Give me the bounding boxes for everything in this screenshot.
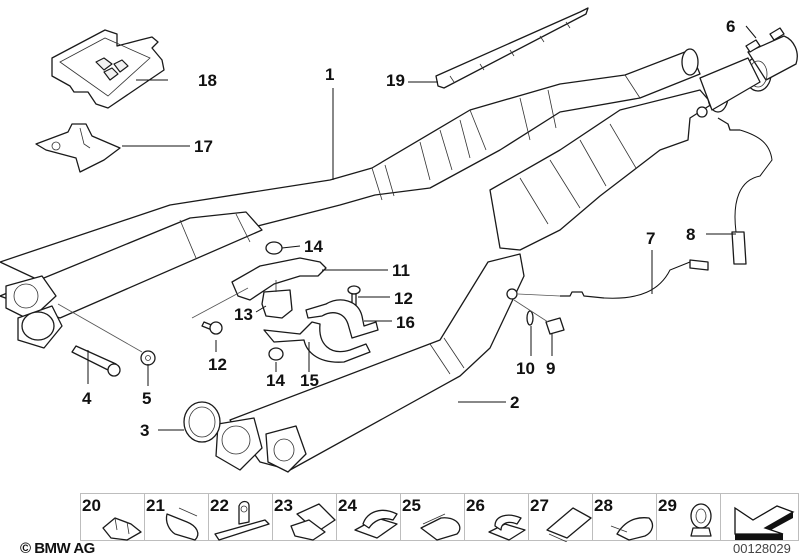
callout-16: 16 <box>396 313 415 332</box>
callout-1: 1 <box>325 65 334 84</box>
callout-11: 11 <box>392 261 410 280</box>
part-12-bolt-left[interactable] <box>201 321 223 335</box>
part-17-bracket[interactable] <box>35 123 121 173</box>
part-14-nut-bottom[interactable] <box>268 347 284 361</box>
clip-20-icon <box>102 517 142 541</box>
callout-14-top: 14 <box>304 237 323 256</box>
clip-23-icon <box>290 503 336 541</box>
document-id: 00128029 <box>733 541 791 556</box>
clip-28[interactable]: 28 <box>592 493 656 541</box>
callout-4: 4 <box>82 389 92 408</box>
clip-27-icon <box>546 507 592 542</box>
alignment-line-plug <box>513 299 549 323</box>
callout-7: 7 <box>646 229 655 248</box>
clip-number: 25 <box>402 496 421 515</box>
catalytic-converter-right <box>489 57 761 251</box>
clip-number: 26 <box>466 496 485 515</box>
clip-24[interactable]: 24 <box>336 493 400 541</box>
clip-23[interactable]: 23 <box>272 493 336 541</box>
callout-9: 9 <box>546 359 555 378</box>
alignment-line-mount <box>191 287 249 319</box>
clip-22-icon <box>214 500 270 541</box>
part-2-front-pipe-right[interactable] <box>215 253 525 473</box>
leader-lines <box>87 25 757 431</box>
part-11-holder[interactable] <box>231 257 327 301</box>
next-page-arrow-button[interactable] <box>720 493 799 541</box>
callout-6: 6 <box>726 17 735 36</box>
clip-24-icon <box>354 509 398 539</box>
callout-17: 17 <box>194 137 213 156</box>
callout-8: 8 <box>686 225 695 244</box>
clip-number: 24 <box>338 496 357 515</box>
clip-number: 28 <box>594 496 613 515</box>
clip-26[interactable]: 26 <box>464 493 528 541</box>
clip-number: 29 <box>658 496 677 515</box>
part-19-heat-shield[interactable] <box>435 7 589 89</box>
callout-13: 13 <box>234 305 253 324</box>
clip-25-icon <box>420 513 461 541</box>
part-4-bolt[interactable] <box>71 345 121 377</box>
callout-15: 15 <box>300 371 319 390</box>
arrow-down-left-icon <box>734 505 795 540</box>
alignment-line-sensor-7 <box>517 293 561 297</box>
clip-29[interactable]: 29 <box>656 493 720 541</box>
callout-5: 5 <box>142 389 151 408</box>
clip-number: 22 <box>210 496 229 515</box>
callout-3: 3 <box>140 421 149 440</box>
clip-21[interactable]: 21 <box>144 493 208 541</box>
clip-29-icon <box>690 503 712 537</box>
clip-28-icon <box>610 517 654 541</box>
part-16-clamp[interactable] <box>305 299 379 339</box>
alignment-line <box>57 303 143 353</box>
part-15-clamp-bracket[interactable] <box>263 321 371 363</box>
part-5-nut[interactable] <box>140 350 156 366</box>
part-14-nut-top[interactable] <box>265 241 283 255</box>
part-8-oxygen-sensor[interactable] <box>717 117 773 265</box>
clip-25[interactable]: 25 <box>400 493 464 541</box>
callout-14-bottom: 14 <box>266 371 285 390</box>
clip-22[interactable]: 22 <box>208 493 272 541</box>
callout-19: 19 <box>386 71 405 90</box>
clip-21-icon <box>165 507 199 541</box>
callout-2: 2 <box>510 393 519 412</box>
clip-27[interactable]: 27 <box>528 493 592 542</box>
clip-number: 27 <box>530 496 549 515</box>
part-7-oxygen-sensor[interactable] <box>560 259 709 299</box>
part-1-pipes <box>0 211 263 349</box>
clip-20[interactable]: 20 <box>80 493 144 541</box>
clip-number: 23 <box>274 496 293 515</box>
clip-number: 20 <box>82 496 101 515</box>
clip-26-icon <box>488 514 526 541</box>
callout-12-right: 12 <box>394 289 413 308</box>
part-13-rubber-mounting[interactable] <box>261 280 293 319</box>
part-9-plug-screw[interactable] <box>545 317 565 335</box>
callout-12-left: 12 <box>208 355 227 374</box>
part-18-cover[interactable] <box>51 29 165 109</box>
clip-number: 21 <box>146 496 165 515</box>
part-10-sealing-ring[interactable] <box>526 310 534 326</box>
copyright-label: © BMW AG <box>20 540 95 557</box>
callout-18: 18 <box>198 71 217 90</box>
part-3-gasket-ring[interactable] <box>183 401 221 443</box>
callout-10: 10 <box>516 359 535 378</box>
